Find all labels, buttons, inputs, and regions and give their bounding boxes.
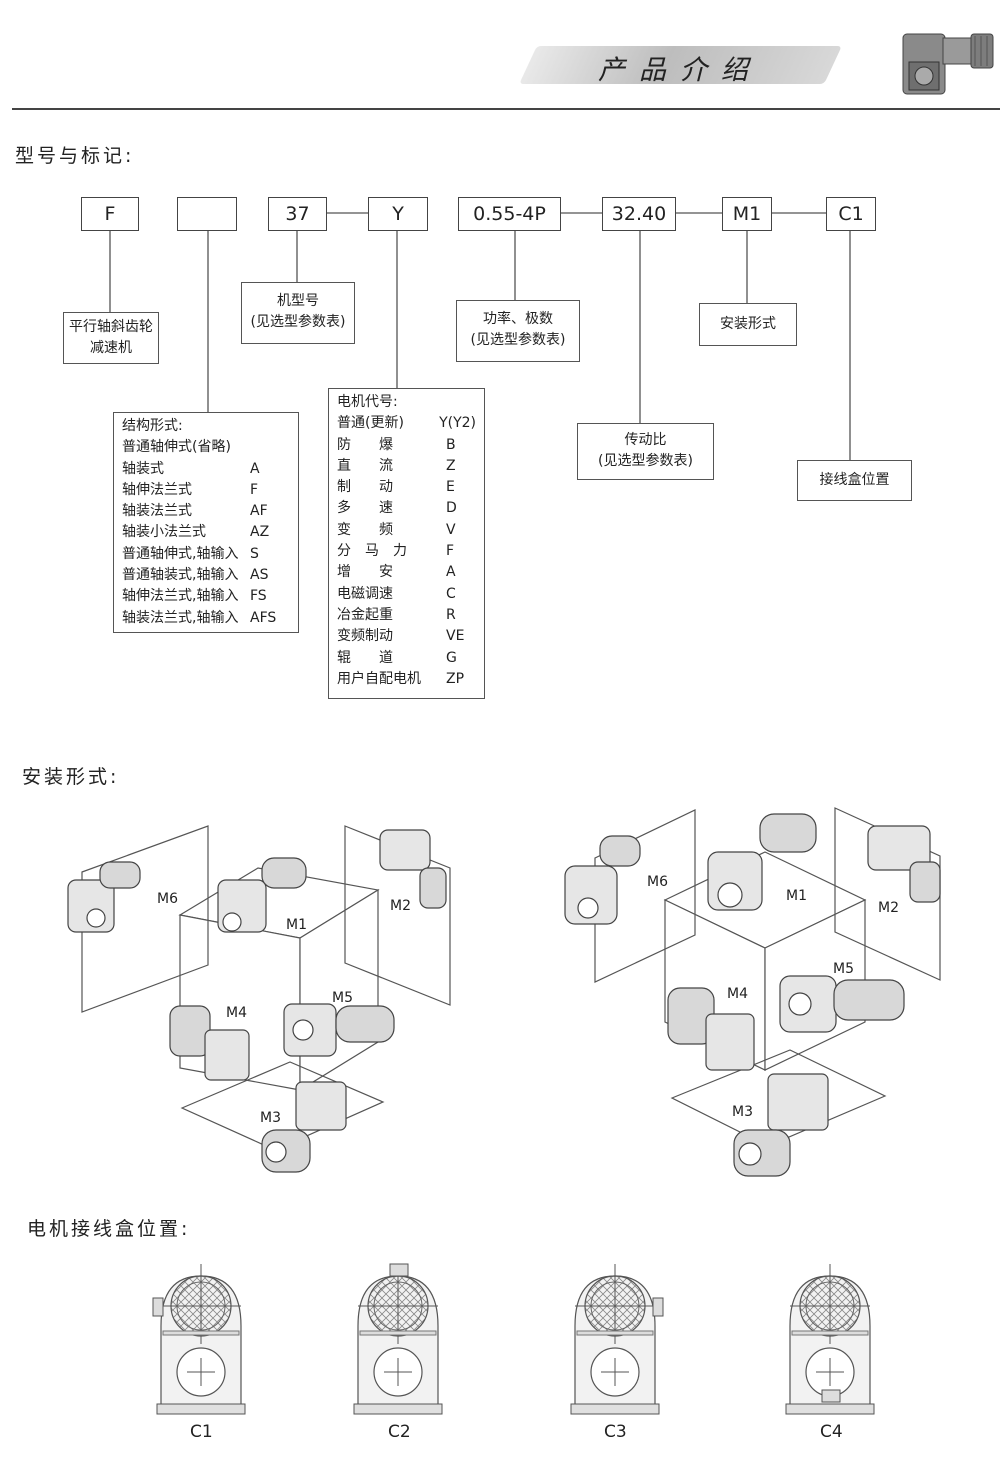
code-box-motor: Y [368,197,428,231]
motor-title: 电机代号: [337,394,398,410]
terminal-label-c4: C4 [820,1422,843,1442]
structure-title: 结构形式: [122,418,183,434]
label-product: 平行轴斜齿轮减速机 [63,312,159,364]
position-label-m2: M2 [390,898,411,914]
header-rule [12,108,1000,110]
code-box-series: F [81,197,139,231]
label-mounting: 安装形式 [699,303,797,346]
position-label-m5: M5 [833,961,854,977]
model-connector-lines [109,212,851,460]
position-label-m3: M3 [260,1110,281,1126]
gearbox-icon [895,14,995,102]
position-label-m4: M4 [727,986,748,1002]
section-model-title: 型号与标记: [15,145,135,167]
label-power: 功率、极数(见选型参数表) [456,300,580,362]
section-terminal-title: 电机接线盒位置: [27,1218,191,1240]
terminal-label-c1: C1 [190,1422,213,1442]
position-label-m4: M4 [226,1005,247,1021]
position-label-m5: M5 [332,990,353,1006]
code-box-terminal: C1 [826,197,876,231]
code-box-ratio: 32.40 [602,197,676,231]
position-label-m6: M6 [647,874,668,890]
section-mounting-title: 安装形式: [22,766,120,788]
position-label-m3: M3 [732,1104,753,1120]
terminal-label-c2: C2 [388,1422,411,1442]
position-label-m6: M6 [157,891,178,907]
list-item: 普通(更新)Y(Y2) [337,415,476,432]
position-label-m2: M2 [878,900,899,916]
code-box-mounting: M1 [722,197,772,231]
terminal-label-c3: C3 [604,1422,627,1442]
page-title: 产品介绍 [598,55,762,86]
label-frame: 机型号(见选型参数表) [241,282,355,344]
list-item: 普通轴伸式(省略) [122,439,231,456]
code-box-frame: 37 [268,197,327,231]
code-box-structure [177,197,237,231]
label-terminal: 接线盒位置 [797,460,912,501]
label-ratio: 传动比(见选型参数表) [577,423,714,480]
code-box-power: 0.55-4P [458,197,561,231]
position-label-m1: M1 [286,917,307,933]
position-label-m1: M1 [786,888,807,904]
